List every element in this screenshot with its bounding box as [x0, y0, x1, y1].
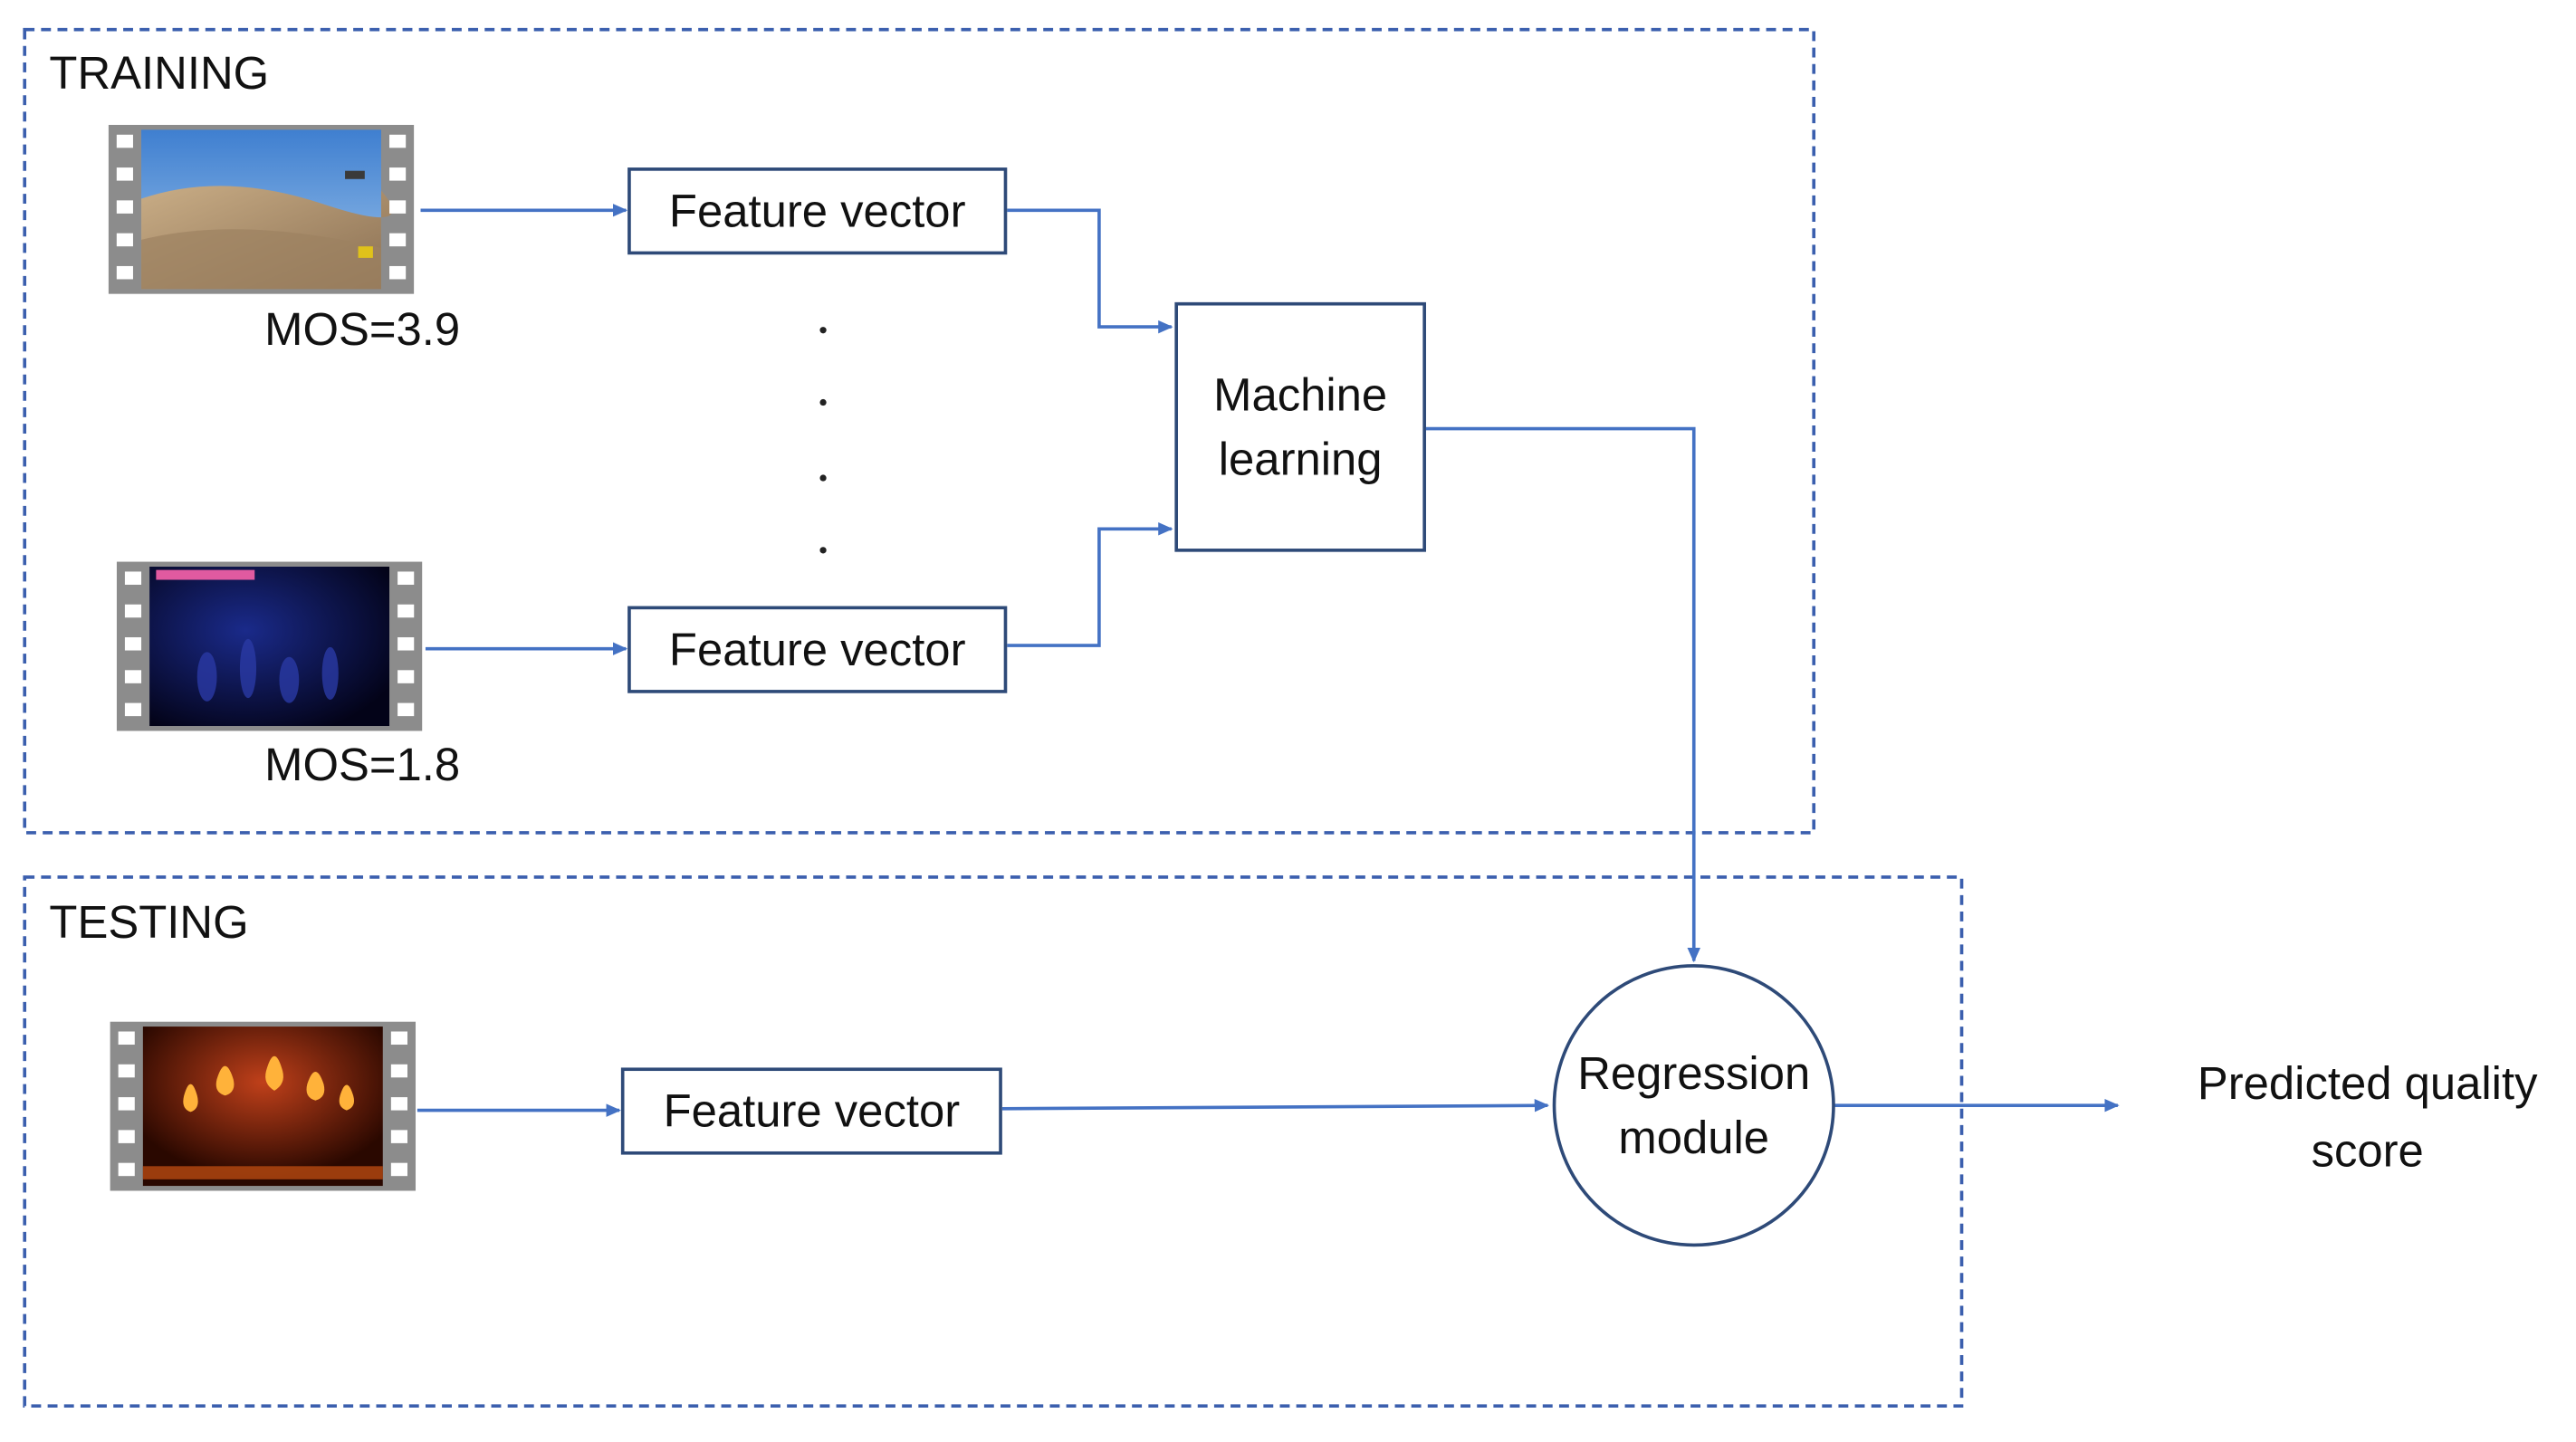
ellipsis-dot — [819, 327, 827, 334]
predicted-quality-score-label: Predicted quality score — [2197, 1057, 2538, 1176]
feature-vector-box-2: Feature vector — [627, 606, 1008, 693]
ellipsis-dot — [819, 547, 827, 554]
feature-vector-box-test: Feature vector — [620, 1067, 1002, 1155]
arrow-feature1-to-ml — [1005, 208, 1173, 334]
testing-title: TESTING — [49, 896, 249, 948]
arrow-feature2-to-ml — [1005, 522, 1173, 647]
feature-vector-box-1: Feature vector — [627, 167, 1008, 255]
ellipsis-dot — [819, 474, 827, 482]
mos-label-2: MOS=1.8 — [264, 739, 461, 790]
arrow-ml-to-regression — [1425, 426, 1701, 963]
desert-video-thumbnail-icon — [108, 124, 415, 294]
regression-module-node: Regression module — [1552, 964, 1835, 1247]
concert-video-thumbnail-icon — [116, 561, 423, 731]
machine-learning-box: Machine learning — [1174, 301, 1426, 552]
training-frame — [23, 27, 1816, 835]
training-title: TRAINING — [49, 47, 270, 99]
fire-video-thumbnail-icon — [110, 1021, 417, 1191]
mos-label-1: MOS=3.9 — [264, 303, 461, 355]
ellipsis-dot — [819, 398, 827, 406]
arrow-feature-to-regression — [1001, 1098, 1550, 1113]
testing-frame — [23, 875, 1964, 1409]
